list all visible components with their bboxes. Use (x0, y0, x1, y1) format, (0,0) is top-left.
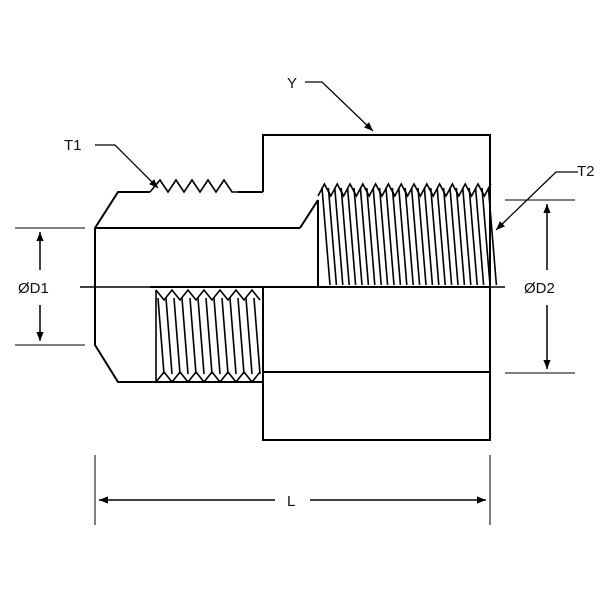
d2-label: ØD2 (524, 280, 555, 297)
d1-dimension (15, 227, 85, 346)
t2-label: T2 (577, 163, 595, 180)
t1-leader (95, 144, 159, 189)
y-leader (305, 81, 374, 132)
t1-label: T1 (64, 137, 82, 154)
d1-label: ØD1 (18, 280, 49, 297)
l-dimension (94, 455, 491, 525)
t1-external-thread (149, 178, 238, 194)
t1-thread-section (155, 288, 261, 384)
t2-leader (495, 171, 578, 231)
t2-internal-thread (317, 182, 498, 287)
d2-dimension (505, 199, 575, 374)
l-label: L (287, 493, 295, 510)
y-label: Y (287, 75, 297, 92)
